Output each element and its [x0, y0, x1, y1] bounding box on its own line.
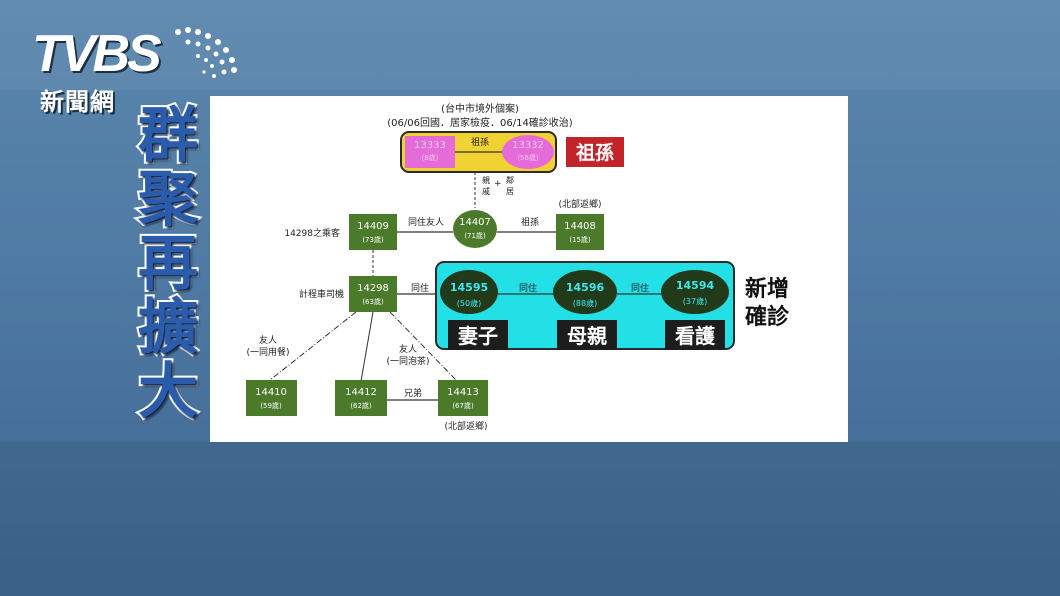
node-13332-age: (56歲) — [517, 153, 539, 162]
role-tag-caregiver — [665, 320, 725, 350]
top-cluster-tag — [566, 137, 624, 167]
node-14595-age: (50歲) — [457, 298, 481, 308]
role-tag-mother — [557, 320, 617, 350]
node-14413-id: 14413 — [447, 387, 479, 398]
node-14594-id: 14594 — [676, 279, 715, 292]
node-14298-age: (63歲) — [362, 297, 384, 306]
logo-subtitle: 新聞網 — [40, 88, 115, 116]
node-14594 — [661, 270, 729, 314]
node-14298 — [349, 276, 397, 312]
headline-char: 再 — [136, 229, 200, 299]
node-14595 — [440, 270, 498, 314]
node-14412-age: (62歲) — [350, 401, 372, 410]
role-tag-wife-text: 妻子 — [458, 324, 498, 348]
node-14596-age: (88歲) — [573, 298, 597, 308]
node-14413-note: (北部返鄉) — [444, 420, 487, 432]
node-14408-note: (北部返鄉) — [558, 198, 601, 210]
node-14408-age: (15歲) — [569, 235, 591, 244]
node-14410-id: 14410 — [255, 387, 287, 398]
node-14413 — [438, 380, 488, 416]
cluster-diagram: (台中市境外個案) (06/06回國．居家檢疫．06/14確診收治) 13333… — [246, 102, 790, 432]
node-13333-id: 13333 — [414, 140, 446, 151]
node-13332-id: 13332 — [512, 140, 544, 151]
node-13333-age: (8歲) — [422, 153, 439, 162]
node-14412 — [335, 380, 387, 416]
logo-dots-icon — [175, 27, 237, 78]
edge-14298-14410 — [269, 311, 357, 381]
edge-14412-14413-label: 兄弟 — [404, 387, 422, 399]
node-14413-age: (67歲) — [452, 401, 474, 410]
node-14409 — [349, 214, 397, 250]
headline-vertical: 群 聚 再 擴 大 — [130, 101, 206, 427]
node-14408 — [556, 214, 604, 250]
node-14596 — [553, 270, 617, 314]
headline-char: 大 — [136, 357, 200, 427]
node-14298-id: 14298 — [357, 283, 389, 294]
vlink-a2: 戚 — [482, 186, 490, 196]
node-14596-id: 14596 — [566, 281, 605, 294]
top-cluster-tag-text: 祖孫 — [575, 141, 614, 164]
node-14410-age: (59歲) — [260, 401, 282, 410]
role-tag-caregiver-text: 看護 — [675, 324, 716, 348]
friend2-sub: (一同泡茶) — [386, 355, 429, 367]
role-tag-mother-text: 母親 — [567, 324, 607, 348]
friend2-label: 友人 — [399, 343, 417, 355]
tvbs-logo: TVBS 新聞網 — [30, 22, 237, 116]
edge-14409-14407-label: 同住友人 — [408, 216, 444, 228]
node-14298-side: 計程車司機 — [299, 288, 344, 300]
role-tag-wife — [448, 320, 508, 350]
edge-top-label: 祖孫 — [471, 136, 489, 148]
edge-14595-14596-label: 同住 — [519, 282, 537, 294]
node-14409-age: (73歲) — [362, 235, 384, 244]
diagram-panel: (台中市境外個案) (06/06回國．居家檢疫．06/14確診收治) 13333… — [210, 96, 848, 442]
header-line1: (台中市境外個案) — [441, 102, 519, 115]
vlink-b1: 鄰 — [506, 175, 514, 185]
node-14409-side: 14298之乘客 — [284, 227, 340, 239]
node-14408-id: 14408 — [564, 221, 596, 232]
vlink-b2: 居 — [506, 187, 514, 196]
edge-14407-14408-label: 祖孫 — [521, 216, 539, 228]
new-cluster-title-2: 確診 — [745, 304, 790, 330]
new-cluster-title-1: 新增 — [745, 276, 789, 302]
friend1-sub: (一同用餐) — [246, 346, 289, 358]
node-14595-id: 14595 — [450, 281, 488, 294]
node-14409-id: 14409 — [357, 221, 389, 232]
node-14407-id: 14407 — [459, 217, 491, 228]
node-14412-id: 14412 — [345, 387, 377, 398]
vlink-a1: 親 — [482, 175, 490, 185]
edge-14596-14594-label: 同住 — [631, 282, 649, 294]
node-14407 — [453, 210, 497, 248]
node-14594-age: (37歲) — [683, 296, 707, 306]
header-line2: (06/06回國．居家檢疫．06/14確診收治) — [387, 116, 573, 129]
friend1-label: 友人 — [259, 334, 277, 346]
edge-14298-cluster-label: 同住 — [411, 282, 429, 294]
node-14410 — [246, 380, 297, 416]
node-14407-age: (71歲) — [464, 231, 486, 240]
node-13333 — [405, 136, 455, 168]
logo-brand: TVBS — [32, 25, 162, 83]
edge-14298-14413 — [389, 311, 459, 383]
node-13332 — [502, 135, 554, 169]
edge-14298-14412 — [359, 311, 374, 388]
headline-char: 聚 — [136, 165, 200, 235]
background-band-top — [0, 0, 1060, 90]
background-band-bottom — [0, 442, 1060, 596]
vlink-plus: + — [494, 179, 502, 189]
headline-char: 群 — [136, 101, 200, 171]
headline-char: 擴 — [136, 293, 200, 363]
